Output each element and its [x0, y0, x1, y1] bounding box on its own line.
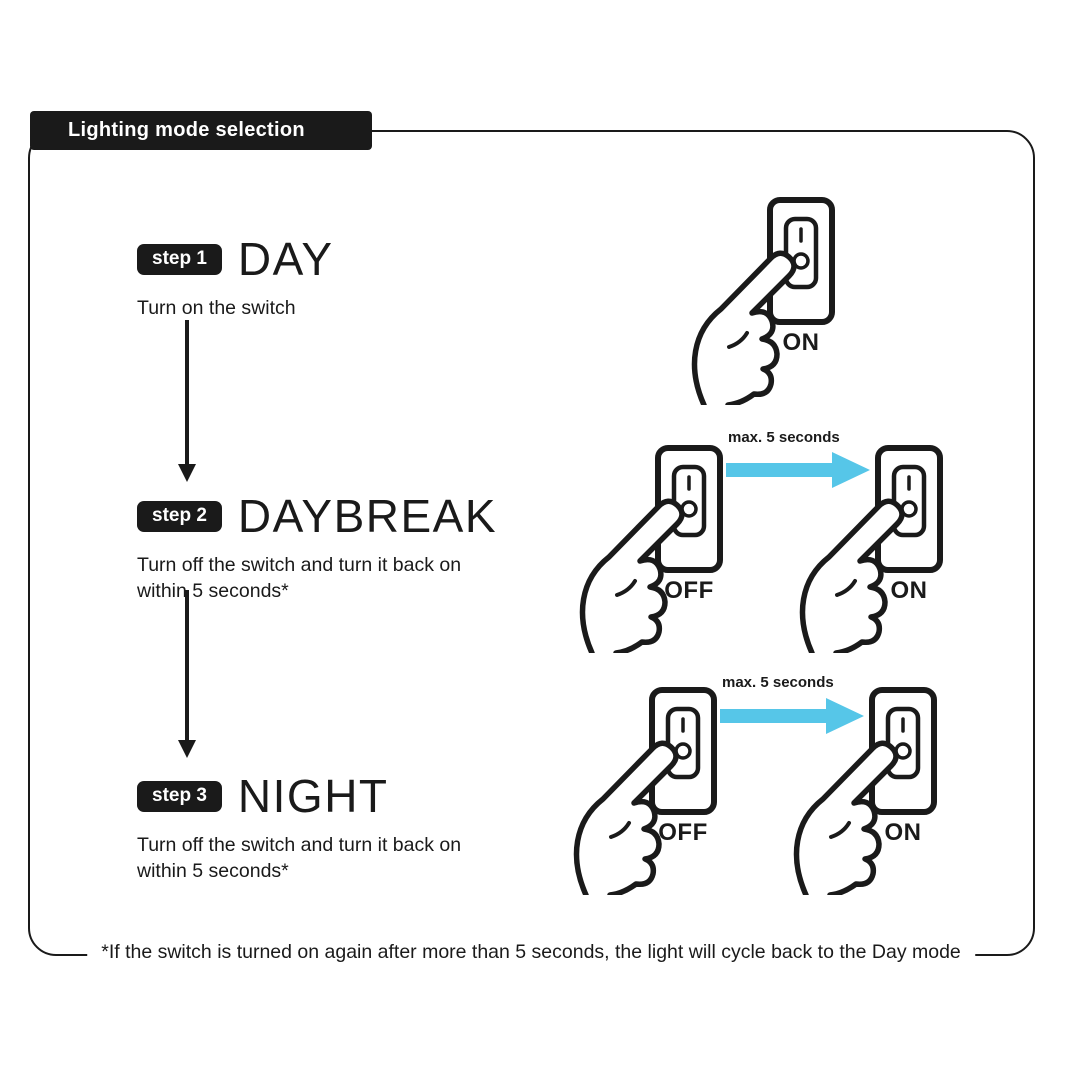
- rocker-switch-icon: [799, 445, 943, 656]
- step-2: step 2 DAYBREAK Turn off the switch and …: [137, 489, 567, 604]
- step-1: step 1 DAY Turn on the switch: [137, 232, 567, 322]
- step-3-badge: step 3: [137, 780, 222, 812]
- step-1-switch-on: ON: [655, 195, 845, 425]
- switch-state-label: OFF: [658, 819, 708, 846]
- step-2-description: Turn off the switch and turn it back on …: [137, 554, 462, 602]
- step-3-arrow-label: max. 5 seconds: [722, 674, 834, 691]
- rocker-switch-icon: [573, 687, 717, 898]
- arrow-down-icon: [178, 590, 196, 758]
- switch-plate: [649, 687, 717, 815]
- pointing-hand-icon: [573, 740, 679, 898]
- pointing-hand-icon: [579, 498, 685, 656]
- arrow-right-icon: [720, 698, 864, 734]
- switch-state-label: ON: [884, 819, 922, 846]
- page-title-label: Lighting mode selection: [68, 119, 305, 141]
- rocker-switch-icon: [691, 197, 835, 408]
- step-2-name: DAYBREAK: [237, 490, 498, 542]
- step-3-description: Turn off the switch and turn it back on …: [137, 834, 462, 882]
- pointing-hand-icon: [691, 250, 797, 408]
- arrow-right-icon: [726, 452, 870, 488]
- step-3: step 3 NIGHT Turn off the switch and tur…: [137, 769, 567, 884]
- step-2-switch-on: ON: [763, 443, 953, 673]
- step-1-name: DAY: [237, 233, 334, 285]
- step-3-name: NIGHT: [237, 770, 389, 822]
- arrow-down-icon: [178, 320, 196, 482]
- pointing-hand-icon: [793, 740, 899, 898]
- step-2-arrow-label: max. 5 seconds: [728, 429, 840, 446]
- step-3-switch-on: ON: [757, 685, 947, 915]
- switch-state-label: ON: [782, 329, 820, 356]
- step-2-header: step 2 DAYBREAK: [137, 489, 567, 543]
- switch-state-label: OFF: [664, 577, 714, 604]
- rocker-switch-icon: [579, 445, 723, 656]
- step-1-badge: step 1: [137, 243, 222, 275]
- footnote: *If the switch is turned on again after …: [87, 941, 975, 964]
- switch-state-label: ON: [890, 577, 928, 604]
- pointing-hand-icon: [799, 498, 905, 656]
- step-1-header: step 1 DAY: [137, 232, 567, 286]
- step-1-description: Turn on the switch: [137, 297, 296, 319]
- page-title: Lighting mode selection: [30, 111, 372, 150]
- step-2-badge: step 2: [137, 500, 222, 532]
- step-3-switch-off: OFF: [537, 685, 727, 915]
- step-2-switch-off: OFF: [543, 443, 733, 673]
- rocker-switch-icon: [793, 687, 937, 898]
- step-3-header: step 3 NIGHT: [137, 769, 567, 823]
